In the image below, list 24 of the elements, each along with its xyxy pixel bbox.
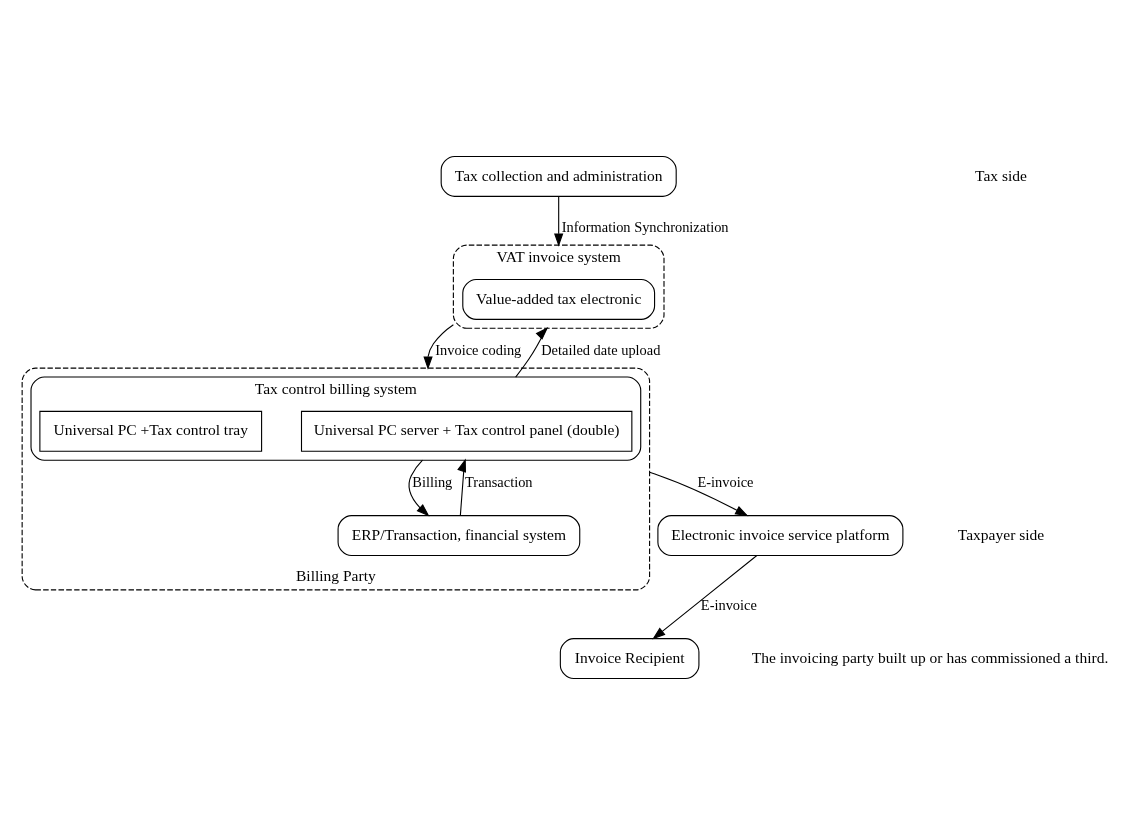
edge-label: Invoice coding (435, 341, 522, 358)
edge-label: Billing (412, 473, 453, 490)
node-box: Universal PC server + Tax control panel (double) (300, 410, 633, 452)
arrow (652, 554, 758, 639)
label: The invoicing party built up or has commissioned a third. (751, 648, 1109, 666)
arrow (408, 459, 430, 516)
label: Taxpayer side (957, 525, 1045, 543)
edge-label: E-invoice (697, 473, 754, 490)
arrow (515, 326, 549, 378)
node-box: Electronic invoice service platform (657, 514, 904, 556)
node-box: Invoice Recipient (559, 637, 700, 679)
arrow (649, 471, 749, 516)
node-box: Tax collection and administration (440, 155, 677, 197)
edge-label: Transaction (465, 473, 533, 490)
node-box: Value-added tax electronic (462, 278, 656, 320)
node-box: ERP/Transaction, financial system (337, 514, 581, 556)
label: Tax side (975, 165, 1027, 183)
edge-label: E-invoice (700, 596, 757, 613)
edge-label: Detailed date upload (541, 341, 661, 358)
node-box: Universal PC +Tax control tray (39, 410, 263, 452)
edge-label: Information Synchronization (561, 218, 729, 235)
arrow (423, 323, 454, 370)
arrow (554, 195, 564, 247)
arrow (457, 458, 466, 516)
